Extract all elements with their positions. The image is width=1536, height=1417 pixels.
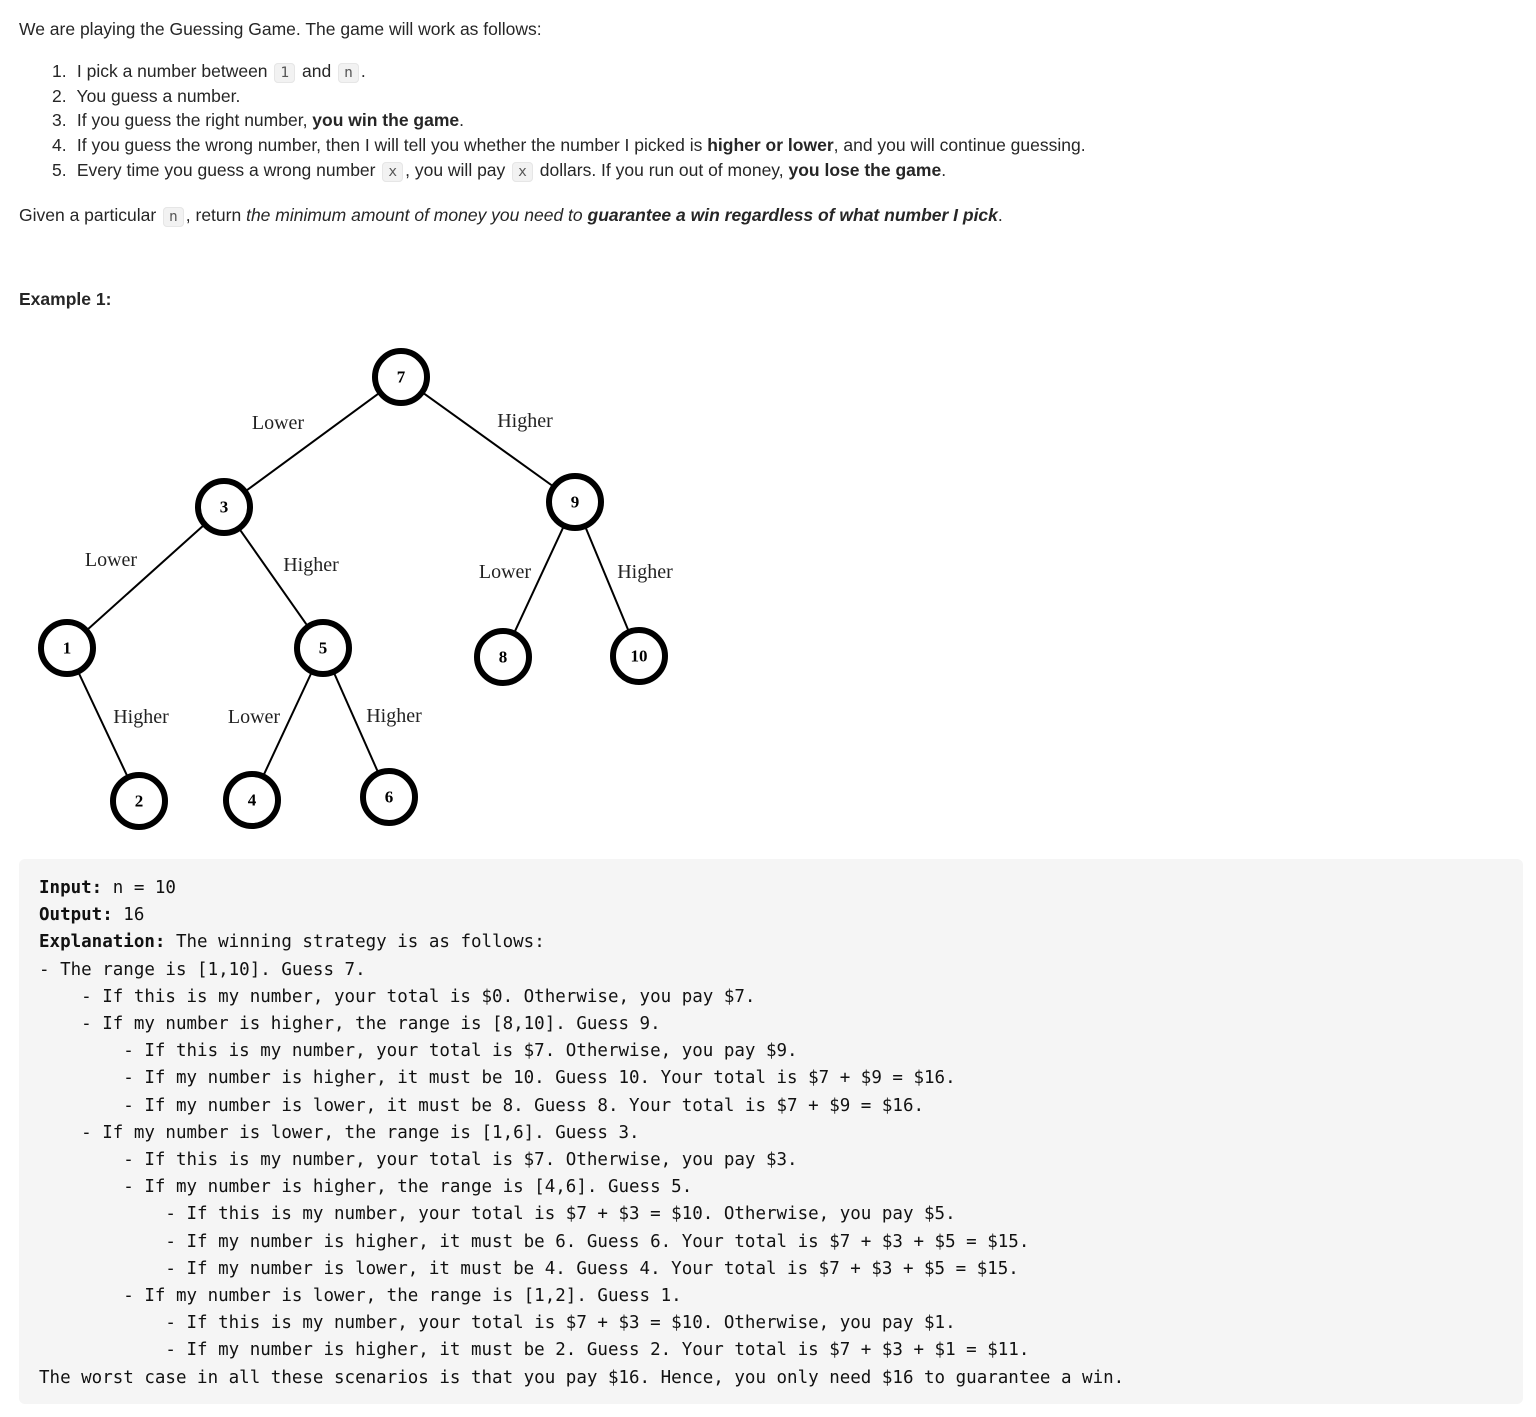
edge-label-7-3: Lower [252, 412, 305, 434]
edge-label-5-6: Higher [366, 705, 422, 727]
explanation-line: - The range is [1,10]. Guess 7. [39, 959, 366, 980]
task-statement: Given a particular n, return the minimum… [19, 203, 1003, 229]
rule-text: . [941, 159, 947, 180]
rule-text: . [360, 61, 366, 81]
rule-item-2: 2. You guess a number. [52, 84, 1086, 109]
rule-item-3: 3. If you guess the right number, you wi… [52, 108, 1086, 133]
task-text: , return [185, 205, 247, 225]
explanation-line: - If this is my number, your total is $7… [39, 1150, 798, 1171]
explanation-line: - If my number is higher, it must be 6. … [39, 1231, 1030, 1252]
svg-text:7: 7 [397, 368, 406, 387]
explanation-line: - If my number is lower, the range is [1… [39, 1286, 682, 1307]
intro-text: We are playing the Guessing Game. The ga… [19, 19, 542, 39]
svg-text:4: 4 [248, 791, 257, 810]
edge-3-1 [66, 506, 225, 649]
svg-text:5: 5 [319, 639, 328, 658]
rule-text: . [459, 110, 464, 131]
tree-node-10: 10 [610, 627, 668, 685]
tree-node-6: 6 [360, 768, 418, 826]
explanation-line: - If this is my number, your total is $7… [39, 1313, 956, 1334]
edge-7-9 [400, 376, 576, 503]
rule-item-1: 1. I pick a number between 1 and n. [52, 59, 1086, 84]
explanation-line: - If my number is lower, it must be 4. G… [39, 1258, 1019, 1279]
rule-text: If you guess the wrong number, then I wi… [76, 135, 708, 156]
explanation-label: Explanation: [39, 932, 166, 953]
explanation-line: - If this is my number, your total is $7… [39, 1041, 798, 1062]
edge-label-3-5: Higher [283, 554, 339, 576]
rule-bold: you lose the game [788, 159, 942, 180]
rule-text: I pick a number between [76, 61, 268, 81]
explanation-line: - If this is my number, your total is $7… [39, 1204, 956, 1225]
explanation-line: - If my number is higher, the range is [… [39, 1177, 693, 1198]
svg-text:2: 2 [135, 792, 144, 811]
tree-node-8: 8 [474, 628, 532, 686]
explanation-line: - If my number is higher, it must be 10.… [39, 1068, 956, 1089]
rule-item-4: 4. If you guess the wrong number, then I… [52, 133, 1086, 158]
rule-text: You guess a number. [76, 85, 241, 106]
edge-label-7-9: Higher [497, 410, 553, 432]
svg-text:1: 1 [63, 639, 72, 658]
example-title: Example 1: [19, 289, 112, 309]
rule-item-5: 5. Every time you guess a wrong number x… [52, 158, 1086, 183]
rule-bold: you win the game [312, 110, 460, 131]
edge-label-3-1: Lower [85, 549, 138, 571]
edge-label-5-4: Lower [228, 706, 281, 728]
inline-code: n [338, 63, 359, 83]
rule-text: , and you will continue guessing. [833, 135, 1086, 156]
inline-code: 1 [274, 63, 296, 83]
edge-label-9-8: Lower [479, 561, 532, 583]
inline-code: n [163, 207, 184, 227]
explanation-value: The winning strategy is as follows: [165, 932, 545, 953]
example-pre: Input: n = 10 Output: 16 Explanation: Th… [39, 875, 1503, 1392]
rule-text: If you guess the right number, [76, 110, 313, 131]
inline-code: x [382, 161, 404, 182]
explanation-line: - If my number is lower, it must be 8. G… [39, 1095, 925, 1116]
svg-text:8: 8 [499, 648, 508, 667]
tree-node-4: 4 [223, 771, 281, 829]
svg-text:3: 3 [220, 498, 229, 517]
svg-text:10: 10 [631, 647, 648, 666]
rule-text: , you will pay [405, 159, 506, 180]
tree-node-3: 3 [195, 478, 253, 536]
rule-number: 1. [52, 61, 67, 81]
task-text: Given a particular [19, 205, 157, 225]
rules-list: 1. I pick a number between 1 and n. 2. Y… [52, 59, 1086, 182]
task-text: . [997, 205, 1003, 225]
tree-node-5: 5 [294, 619, 352, 677]
tree-node-7: 7 [372, 348, 430, 406]
output-value: 16 [112, 905, 145, 926]
edge-label-9-10: Higher [617, 561, 673, 583]
rule-text: Every time you guess a wrong number [76, 159, 376, 180]
rule-number: 5. [52, 159, 67, 180]
decision-tree-diagram: Lower Higher Lower Higher Lower Higher H… [38, 348, 673, 830]
edge-label-1-2: Higher [113, 706, 169, 728]
explanation-line: - If this is my number, your total is $0… [39, 986, 756, 1007]
edge-7-3 [223, 376, 402, 508]
task-italic: the minimum amount of money you need to [246, 205, 588, 225]
rule-number: 3. [52, 110, 67, 131]
rule-bold: higher or lower [707, 135, 834, 156]
rule-number: 2. [52, 85, 67, 106]
example-code-block: Input: n = 10 Output: 16 Explanation: Th… [19, 859, 1523, 1404]
explanation-line: - If my number is lower, the range is [1… [39, 1122, 640, 1143]
rule-text: and [302, 61, 332, 81]
input-label: Input: [39, 878, 103, 898]
inline-code: x [512, 161, 533, 182]
explanation-line: - If my number is higher, the range is [… [39, 1014, 661, 1035]
task-bold-italic: guarantee a win regardless of what numbe… [587, 205, 998, 225]
rule-text: dollars. If you run out of money, [539, 159, 784, 180]
tree-node-1: 1 [38, 619, 96, 677]
svg-text:6: 6 [385, 788, 394, 807]
rule-number: 4. [52, 135, 67, 156]
tree-node-2: 2 [110, 772, 168, 830]
explanation-line: - If my number is higher, it must be 2. … [39, 1340, 1030, 1361]
explanation-line: The worst case in all these scenarios is… [39, 1367, 1125, 1388]
tree-node-9: 9 [546, 473, 604, 531]
input-value: n = 10 [102, 878, 176, 898]
output-label: Output: [39, 905, 113, 926]
svg-text:9: 9 [571, 493, 580, 512]
